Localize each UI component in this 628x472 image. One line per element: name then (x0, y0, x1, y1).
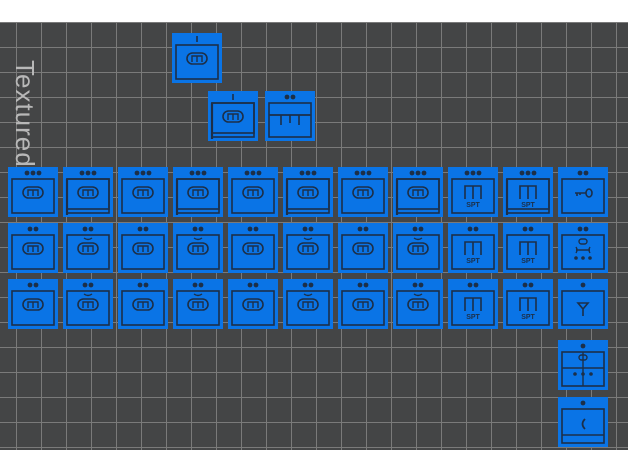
oval-icon (231, 170, 275, 214)
component-tile-r5c11[interactable] (558, 397, 608, 447)
oval-arc-icon (176, 282, 220, 326)
oval-icon (11, 170, 55, 214)
oval-arc-icon (396, 282, 440, 326)
ruler-icon (268, 94, 312, 138)
oval-arc-icon (286, 282, 330, 326)
oval-icon (231, 282, 275, 326)
oval-icon (11, 226, 55, 270)
spt-label: SPT (521, 258, 535, 265)
spt-icon: SPT (505, 170, 550, 215)
bracket-dots-icon (561, 226, 605, 270)
component-tile-r2c10[interactable]: SPT (503, 223, 553, 273)
layout-canvas[interactable]: Textured SPT SPT SPT SPT SPT SPT (0, 22, 628, 450)
oval-icon (341, 226, 385, 270)
component-tile-pair-a[interactable] (208, 91, 258, 141)
component-tile-r3c2[interactable] (63, 279, 113, 329)
oval-icon (285, 170, 330, 215)
component-tile-r3c10[interactable]: SPT (503, 279, 553, 329)
spt-label: SPT (521, 202, 535, 209)
spt-icon: SPT (506, 282, 550, 326)
y-antenna-icon (561, 282, 605, 326)
component-tile-r4c11[interactable] (558, 340, 608, 390)
component-tile-r2c11[interactable] (558, 223, 608, 273)
component-tile-r2c3[interactable] (118, 223, 168, 273)
component-tile-r2c1[interactable] (8, 223, 58, 273)
component-tile-pair-b[interactable] (265, 91, 315, 141)
oval-icon (11, 282, 55, 326)
oval-icon (231, 226, 275, 270)
oval-icon (175, 36, 219, 80)
component-tile-r1c9[interactable]: SPT (448, 167, 498, 217)
component-tile-r3c9[interactable]: SPT (448, 279, 498, 329)
oval-icon (341, 282, 385, 326)
component-tile-r2c2[interactable] (63, 223, 113, 273)
oval-icon (175, 170, 220, 215)
component-tile-r1c2[interactable] (63, 167, 113, 217)
component-tile-r3c5[interactable] (228, 279, 278, 329)
oval-arc-icon (176, 226, 220, 270)
oval-icon (395, 170, 440, 215)
component-tile-r1c3[interactable] (118, 167, 168, 217)
canvas-label: Textured (10, 60, 40, 168)
component-tile-r2c9[interactable]: SPT (448, 223, 498, 273)
oval-icon (210, 94, 255, 139)
component-tile-r1c5[interactable] (228, 167, 278, 217)
oval-icon (341, 170, 385, 214)
component-tile-r2c8[interactable] (393, 223, 443, 273)
component-tile-r2c6[interactable] (283, 223, 333, 273)
component-tile-r2c5[interactable] (228, 223, 278, 273)
component-tile-r3c6[interactable] (283, 279, 333, 329)
component-tile-r3c8[interactable] (393, 279, 443, 329)
component-tile-r2c7[interactable] (338, 223, 388, 273)
oval-icon (65, 170, 110, 215)
oval-arc-icon (66, 282, 110, 326)
spt-icon: SPT (451, 282, 495, 326)
spt-label: SPT (466, 314, 480, 321)
component-tile-r1c7[interactable] (338, 167, 388, 217)
component-tile-r3c11[interactable] (558, 279, 608, 329)
spt-icon: SPT (451, 170, 495, 214)
component-tile-r1c4[interactable] (173, 167, 223, 217)
component-tile-r1c8[interactable] (393, 167, 443, 217)
oval-arc-icon (286, 226, 330, 270)
oval-arc-icon (396, 226, 440, 270)
crescent-icon (561, 400, 605, 444)
component-tile-r3c4[interactable] (173, 279, 223, 329)
component-tile-r1c6[interactable] (283, 167, 333, 217)
key-icon (561, 170, 605, 214)
component-tile-r1c11[interactable] (558, 167, 608, 217)
component-tile-r2c4[interactable] (173, 223, 223, 273)
component-tile-r1c1[interactable] (8, 167, 58, 217)
spt-label: SPT (466, 202, 480, 209)
component-tile-top-single[interactable] (172, 33, 222, 83)
spt-icon: SPT (451, 226, 495, 270)
oval-arc-icon (66, 226, 110, 270)
component-tile-r3c7[interactable] (338, 279, 388, 329)
spt-label: SPT (521, 314, 535, 321)
oval-icon (121, 226, 165, 270)
oval-icon (121, 170, 165, 214)
component-tile-r1c10[interactable]: SPT (503, 167, 553, 217)
spt-icon: SPT (506, 226, 550, 270)
component-tile-r3c1[interactable] (8, 279, 58, 329)
component-tile-r3c3[interactable] (118, 279, 168, 329)
oval-icon (121, 282, 165, 326)
switch-dots-icon (561, 343, 605, 387)
spt-label: SPT (466, 258, 480, 265)
